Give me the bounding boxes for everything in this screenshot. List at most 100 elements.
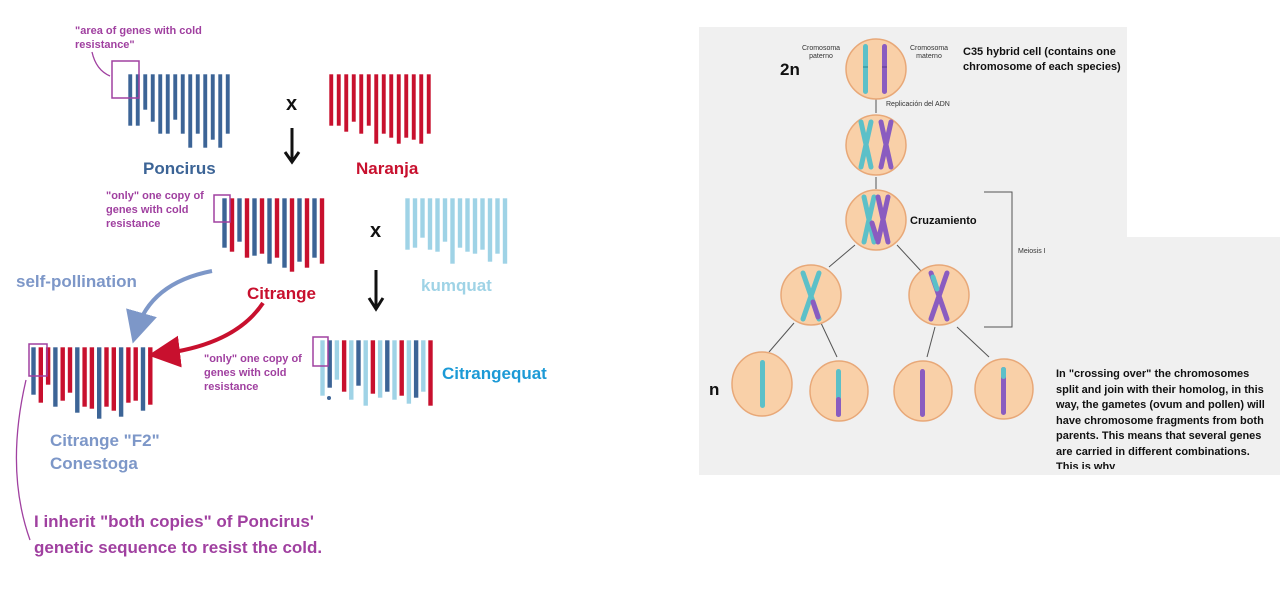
materno-label: Cromosoma materno <box>909 45 949 60</box>
gamete-2 <box>809 360 869 422</box>
chromosome-bar <box>259 197 265 255</box>
naranja-chromosome-bars <box>328 73 432 145</box>
chromosome-bar <box>502 197 508 265</box>
chromosome-bar <box>370 339 376 395</box>
citrange-label: Citrange <box>247 284 316 303</box>
chromosome-bar <box>52 346 59 408</box>
poncirus-label: Poncirus <box>143 159 216 178</box>
chromosome-bar <box>135 73 141 127</box>
chromosome-bar <box>457 197 463 249</box>
chromosome-bar <box>96 346 102 420</box>
chromosome-bar <box>358 73 364 135</box>
chromosome-bar <box>118 346 124 418</box>
citrangequat-label: Citrangequat <box>442 364 547 383</box>
down-arrow-2 <box>367 270 385 312</box>
chromosome-bar <box>225 73 231 135</box>
chromosome-bar <box>195 73 201 135</box>
chromosome-bar <box>403 73 409 139</box>
citrange-to-f2-arrow <box>148 301 265 368</box>
chromosome-bar <box>180 73 186 135</box>
chromosome-bar <box>127 73 133 127</box>
chromosome-bar <box>449 197 456 265</box>
left-diagram <box>15 51 508 541</box>
chromosome-bar <box>343 73 349 133</box>
only-copy-note-2: "only" one copy of genes with cold resis… <box>204 353 302 393</box>
paterno-label: Cromosoma paterno <box>801 45 841 60</box>
replicacion-label: Replicación del ADN <box>886 101 950 108</box>
self-pollination-label: self-pollination <box>16 272 137 291</box>
chromosome-bar <box>420 339 427 393</box>
inherit-line1: I inherit "both copies" of Poncirus' <box>34 512 314 531</box>
f2-label-line2: Conestoga <box>50 454 138 473</box>
chromosome-bar <box>398 339 405 397</box>
chromosome-bar <box>388 73 394 139</box>
chromosome-bar <box>89 346 95 410</box>
chromosome-bar <box>411 73 417 141</box>
cruzamiento-label: Cruzamiento <box>910 215 977 227</box>
citrange-chromosome-bars <box>221 197 325 273</box>
cross-symbol-1: x <box>286 93 298 115</box>
chromosome-bar <box>442 197 448 243</box>
gene-area-box-citrange <box>213 194 231 223</box>
chromosome-bar <box>328 73 334 127</box>
chromosome-bar <box>266 197 273 265</box>
chromosome-bar <box>236 197 243 243</box>
chromosome-bar <box>296 197 303 263</box>
chromosome-bar <box>210 73 216 141</box>
self-pollination-arrow <box>126 269 213 344</box>
chromosome-bar <box>464 197 471 253</box>
pointer-curve-area <box>91 51 111 77</box>
ploidy-2n-label: 2n <box>780 60 800 79</box>
chromosome-bar <box>418 73 424 145</box>
kumquat-label: kumquat <box>421 276 492 295</box>
chromosome-bar <box>172 73 178 121</box>
chromosome-bar <box>150 73 156 123</box>
pointer-curve-inherit <box>15 379 31 541</box>
chromosome-bar <box>244 197 250 259</box>
chromosome-bar <box>377 339 383 399</box>
chromosome-bar <box>67 346 73 394</box>
chromosome-bar <box>251 197 258 257</box>
inherit-line2: genetic sequence to resist the cold. <box>34 538 323 557</box>
chromosome-bar <box>427 339 434 407</box>
chromosome-bar <box>406 339 412 405</box>
chromosome-bar <box>59 346 66 402</box>
naranja-label: Naranja <box>356 159 419 178</box>
hybrid-cell-note: C35 hybrid cell (contains one chromosome… <box>963 46 1121 73</box>
daughter-cell-1 <box>780 264 842 326</box>
chromosome-bar <box>326 339 333 389</box>
gamete-3 <box>893 360 953 422</box>
chromosome-bar <box>334 339 340 381</box>
chromosome-bar <box>348 339 355 401</box>
chromosome-bar <box>494 197 501 255</box>
f2-chromosome-bars <box>30 346 154 420</box>
citrangequat-chromosome-bars <box>319 339 434 407</box>
chromosome-bar <box>140 346 146 412</box>
poncirus-chromosome-bars <box>127 73 231 149</box>
only-copy-note-1: "only" one copy of genes with cold resis… <box>106 190 204 230</box>
f2-label-line1: Citrange "F2" <box>50 431 160 450</box>
chromosome-bar <box>427 197 433 251</box>
meiosis-diagram <box>731 38 1034 422</box>
chromosome-bar <box>319 339 326 397</box>
chromosome-bar <box>202 73 208 149</box>
chromosome-bar <box>157 73 163 135</box>
chromosome-bar <box>103 346 110 408</box>
chromosome-bar <box>30 346 37 396</box>
area-note: "area of genes with cold resistance" <box>75 25 202 51</box>
down-arrow-1 <box>283 128 301 165</box>
gene-area-box-f2 <box>28 343 48 377</box>
chromosome-bar <box>319 197 325 265</box>
chromosome-bar <box>341 339 347 393</box>
chromosome-bar <box>373 73 379 145</box>
chromosome-bar <box>274 197 280 259</box>
chromosome-bar <box>396 73 402 145</box>
chromosome-bar <box>281 197 288 269</box>
daughter-cell-2 <box>908 264 970 326</box>
chromosome-bar <box>304 197 310 269</box>
chromosome-bar <box>381 73 387 135</box>
chromosome-bar <box>165 73 171 135</box>
chromosome-bar <box>419 197 426 239</box>
chromosome-bar <box>351 73 357 123</box>
chromosome-bar <box>413 339 419 399</box>
